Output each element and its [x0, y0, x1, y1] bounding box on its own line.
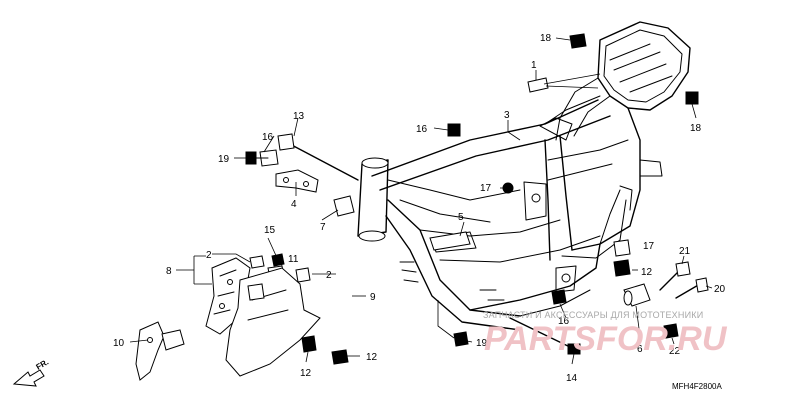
diagram-code: MFH4F2800A	[672, 382, 722, 391]
callout-9: 9	[370, 292, 376, 303]
bracket-part-10	[135, 321, 185, 381]
callout-6: 6	[637, 344, 643, 355]
bolt-part-13	[277, 133, 359, 181]
watermark: ЗАПЧАСТИ И АКСЕССУАРЫ ДЛЯ МОТОТЕХНИКИ PA…	[483, 310, 728, 358]
leader-lines	[129, 37, 713, 365]
front-arrow-icon	[12, 369, 45, 387]
bolt-part-14	[509, 317, 581, 355]
bracket-part-4	[275, 169, 319, 193]
bolt-part-20	[675, 277, 709, 299]
watermark-tagline: ЗАПЧАСТИ И АКСЕССУАРЫ ДЛЯ МОТОТЕХНИКИ	[483, 310, 703, 320]
callout-12-lower-left: 12	[300, 368, 312, 379]
callout-22: 22	[669, 346, 681, 357]
rubber-part-12-right	[613, 259, 631, 277]
bracket-part-5	[429, 231, 471, 251]
callout-15: 15	[264, 225, 276, 236]
bolt-part-19-left	[245, 151, 269, 165]
callout-2-lower: 2	[326, 270, 332, 281]
rubber-part-12-lower-center	[331, 349, 349, 365]
callout-14: 14	[566, 373, 578, 384]
callout-8: 8	[166, 266, 172, 277]
bolt-part-19-lower	[453, 331, 469, 347]
bolt-part-21	[659, 261, 691, 291]
callout-18-right: 18	[690, 123, 702, 134]
callout-16-upper: 16	[416, 124, 428, 135]
callout-3: 3	[504, 110, 510, 121]
collar-part-6	[623, 283, 651, 307]
callout-17-right: 17	[643, 241, 655, 252]
callout-12-right: 12	[641, 267, 653, 278]
nut-part-18-top	[569, 33, 587, 49]
rubber-part-12-lower-left	[301, 335, 317, 353]
callout-12-lower-center: 12	[366, 352, 378, 363]
nut-part-22	[663, 323, 679, 339]
collar-part-7	[333, 195, 355, 217]
watermark-logo: PARTSFOR.RU	[484, 320, 728, 358]
callout-19-left: 19	[218, 154, 230, 165]
callout-4: 4	[291, 199, 297, 210]
bolt-part-15	[551, 289, 567, 305]
washer-part-16-left	[259, 149, 279, 167]
callout-7: 7	[320, 222, 326, 233]
callout-20: 20	[714, 284, 726, 295]
callout-labels: 18 1 3 16 18 17 13 16 19 4 7 5 17 15 2 1…	[113, 33, 726, 384]
callout-21: 21	[679, 246, 691, 257]
callout-2-upper: 2	[206, 250, 212, 261]
callout-11: 11	[288, 254, 299, 265]
callout-13: 13	[293, 111, 305, 122]
callout-10: 10	[113, 338, 125, 349]
callout-1: 1	[531, 60, 537, 71]
collar-part-1	[527, 77, 549, 93]
callout-16-left: 16	[262, 132, 274, 143]
cover-part-9	[225, 267, 321, 377]
callout-19-lower: 19	[476, 338, 488, 349]
callout-16-lower: 16	[558, 316, 570, 327]
nut-part-18-right	[685, 91, 699, 105]
grommet-part-2-upper	[249, 255, 265, 269]
nut-part-16-upper	[447, 123, 461, 137]
front-label: FR.	[35, 357, 51, 371]
frame-body	[357, 21, 691, 331]
callout-17-center: 17	[480, 183, 492, 194]
front-direction-indicator: FR.	[12, 357, 51, 387]
rubber-part-17-right	[613, 239, 631, 257]
grommet-part-2-lower	[295, 267, 311, 283]
callout-5: 5	[458, 212, 464, 223]
callout-18-top: 18	[540, 33, 552, 44]
